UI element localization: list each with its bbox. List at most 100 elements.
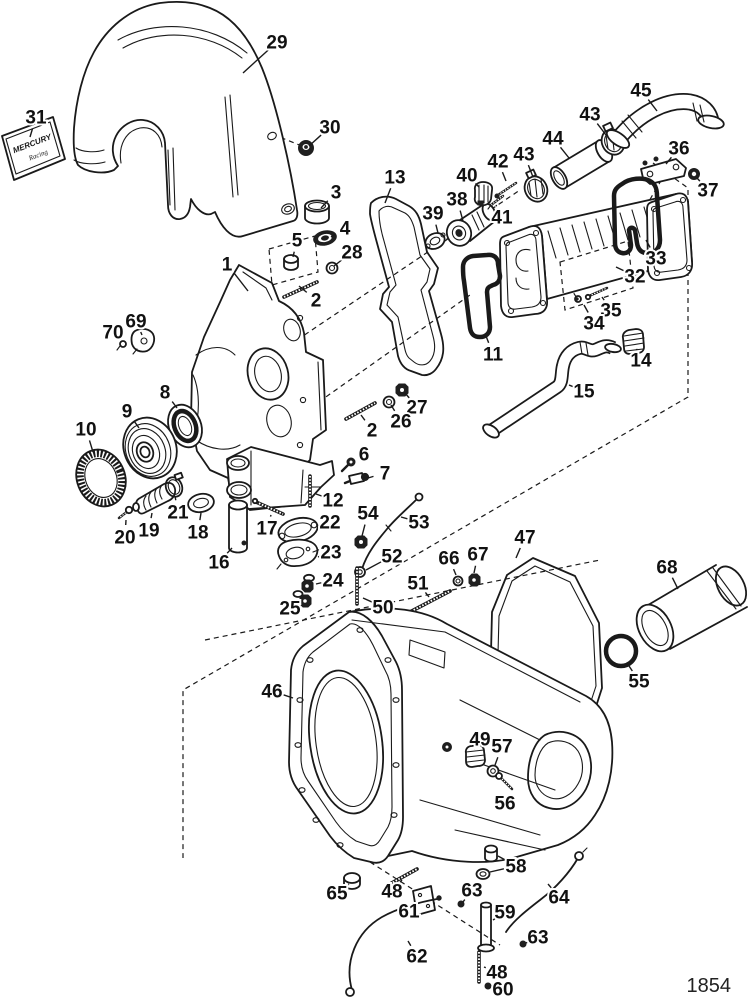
part-16-pilot-pin [228,499,248,554]
callout-52: 52 [381,547,402,568]
part-26-washer [382,395,396,409]
callout-leader [424,592,430,598]
callout-45: 45 [630,81,652,102]
part-70-screw [116,340,127,351]
part-9-damper-pulley [122,416,178,480]
callout-leader [473,565,477,574]
callout-30: 30 [319,118,340,139]
part-49-fitting [464,744,486,768]
callout-leader [330,233,336,238]
callout-leader [501,171,507,182]
callout-37: 37 [697,181,718,202]
callout-57: 57 [491,737,512,758]
callout-38: 38 [446,190,467,211]
callout-33: 33 [645,249,666,270]
callout-24: 24 [322,571,344,592]
part-41-pin [487,194,505,210]
part-14-plug [621,328,645,355]
callout-63: 63 [461,881,482,902]
part-4-seal [313,230,337,246]
part-57-washer [486,764,500,778]
callout-leader [495,204,498,207]
callout-13: 13 [384,168,405,189]
part-15-water-hose [482,339,622,439]
callout-32: 32 [624,267,645,288]
part-3-cap [304,199,330,225]
callout-leader [665,156,672,165]
part-11-gasket [460,252,503,340]
callout-66: 66 [438,549,459,570]
callout-16: 16 [208,553,229,574]
callout-leader [300,601,303,604]
adapter-bolt-holes [294,627,400,848]
callout-leader [399,879,403,883]
part-65-cap [343,872,361,890]
callout-17: 17 [256,519,277,540]
callout-2: 2 [311,291,322,312]
cowl-hole [267,131,277,141]
part-34-washer-screw [574,295,582,303]
callout-69: 69 [125,312,146,333]
callout-leader [671,577,679,590]
callout-53: 53 [408,513,429,534]
callout-leader [525,941,528,944]
callout-35: 35 [600,301,622,322]
callout-leader [199,512,202,521]
callout-leader [459,210,464,222]
part-2-stud-lower [344,401,377,421]
callout-leader [362,597,373,603]
callout-29: 29 [266,33,287,54]
callout-leader [283,694,294,699]
callout-leader [527,164,534,178]
part-24-washer-nut [301,573,315,593]
part-40-clamp-block [473,181,494,207]
callout-43: 43 [579,105,600,126]
callout-leader [367,475,374,479]
callout-leader [696,177,701,182]
callout-leader [435,224,439,234]
callout-leader [88,440,94,453]
foot-bore-lower [226,481,252,499]
part-20-screw [117,505,134,520]
callout-leader [515,547,521,559]
part-38-exhaust-fitting [445,202,497,247]
part-51-stud [406,589,452,615]
part-46-adapter-housing [288,607,614,864]
callout-leader [559,146,570,159]
part-60-screw [484,982,492,990]
part-69-anode-plate [130,327,156,355]
part-13-gasket [369,195,445,377]
part-2-stud-upper [282,280,319,299]
callout-25: 25 [279,599,301,620]
callout-54: 54 [357,504,379,525]
callout-42: 42 [487,152,508,173]
part-6-fitting [340,457,356,473]
part-58-fittings [475,844,498,880]
callout-62: 62 [406,947,427,968]
callout-leader [333,258,343,267]
callout-leader [298,285,308,293]
callout-leader [404,392,410,399]
adapter-rear-flange [527,731,593,810]
drawing-number: 1854 [687,975,732,997]
callout-leader [315,493,322,497]
callout-58: 58 [505,857,526,878]
part-43-clamp-front [523,168,549,203]
callout-60: 60 [492,980,513,997]
callout-leader [174,495,177,501]
callout-5: 5 [292,231,303,252]
part-5-bushing [283,254,299,271]
callout-leader [119,340,122,343]
part-35-screw [584,286,609,301]
callout-6: 6 [359,445,370,466]
callout-leader [390,404,396,412]
callout-leader [242,49,269,74]
callout-leader [384,187,392,204]
callout-leader [626,662,633,672]
callout-22: 22 [319,513,340,534]
callout-56: 56 [494,794,515,815]
callout-2: 2 [367,421,378,442]
callout-20: 20 [114,528,135,549]
